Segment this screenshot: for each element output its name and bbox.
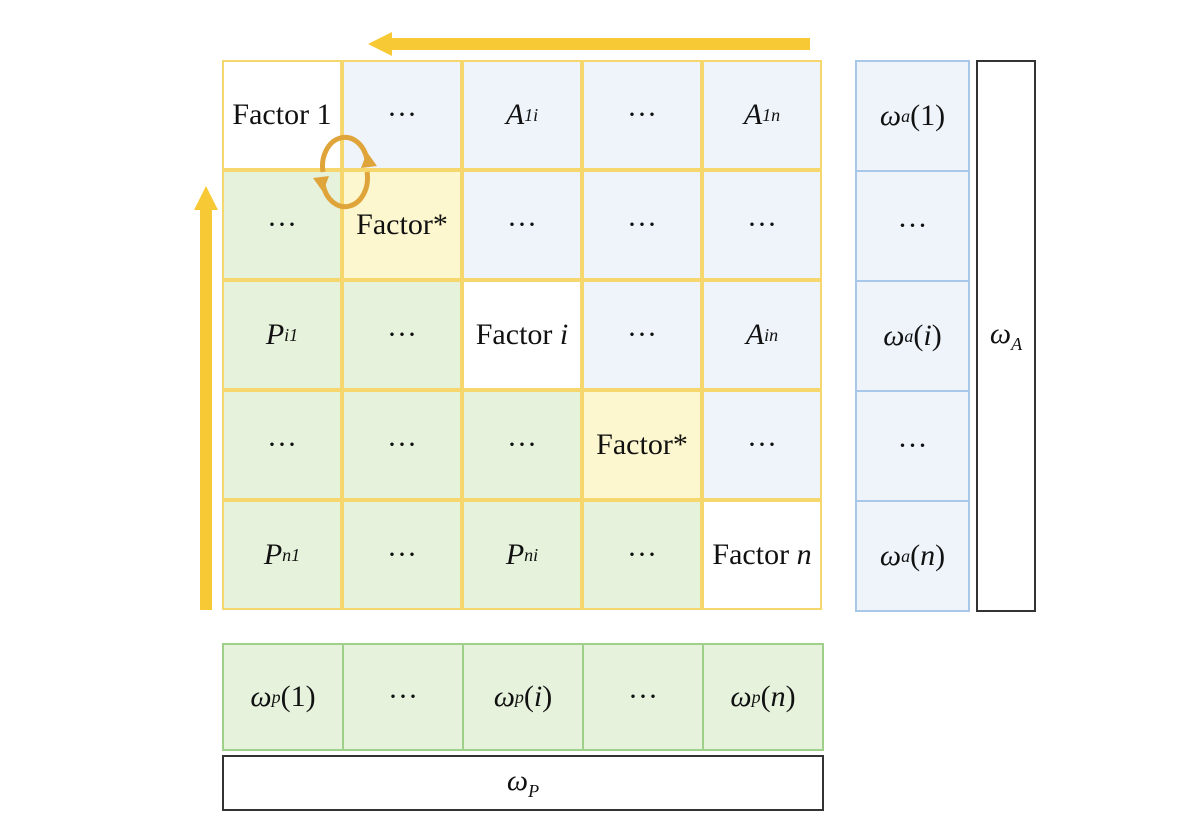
- matrix-cell-r2-c4: ···: [582, 170, 702, 280]
- matrix-cell-r2-c2: Factor*: [342, 170, 462, 280]
- leftward-arrow: [368, 32, 810, 56]
- matrix-cell-r3-c4: ···: [582, 280, 702, 390]
- matrix-cell-r5-c5: Factor n: [702, 500, 822, 610]
- matrix-cell-r2-c1: ···: [222, 170, 342, 280]
- matrix-cell-r1-c1: Factor 1: [222, 60, 342, 170]
- row-weight-cell: ···: [855, 390, 970, 502]
- upward-arrow: [194, 186, 218, 610]
- swap-cycle-icon: [313, 134, 377, 210]
- column-weight-cell: ···: [342, 643, 464, 751]
- matrix-cell-r2-c3: ···: [462, 170, 582, 280]
- matrix-cell-r1-c4: ···: [582, 60, 702, 170]
- matrix-cell-r5-c2: ···: [342, 500, 462, 610]
- column-weights-total-label: ωP: [506, 764, 540, 801]
- matrix-cell-r4-c5: ···: [702, 390, 822, 500]
- matrix-cell-r3-c3: Factor i: [462, 280, 582, 390]
- column-weight-cell: ···: [582, 643, 704, 751]
- matrix-cell-r5-c4: ···: [582, 500, 702, 610]
- matrix-cell-r4-c4: Factor*: [582, 390, 702, 500]
- row-weights-total: ωA: [976, 60, 1036, 612]
- row-weight-cell: ···: [855, 170, 970, 282]
- column-weights-total: ωP: [222, 755, 824, 811]
- matrix-cell-r3-c2: ···: [342, 280, 462, 390]
- matrix-cell-r4-c2: ···: [342, 390, 462, 500]
- matrix-cell-r4-c1: ···: [222, 390, 342, 500]
- row-weights-total-label: ωA: [989, 317, 1023, 354]
- matrix-cell-r4-c3: ···: [462, 390, 582, 500]
- matrix-cell-r2-c5: ···: [702, 170, 822, 280]
